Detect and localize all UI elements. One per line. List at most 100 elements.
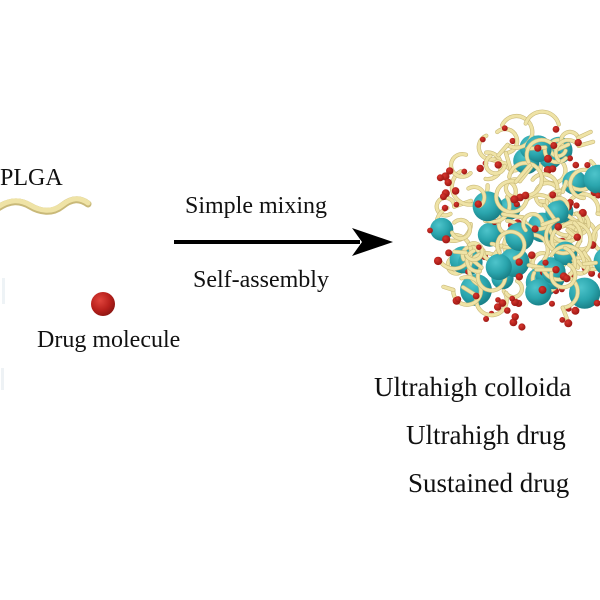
plga-chain <box>561 306 569 322</box>
plga-chain <box>527 263 545 270</box>
plga-chain <box>577 140 595 148</box>
drug-molecule <box>572 161 580 169</box>
drug-molecule <box>549 165 557 173</box>
plga-chain <box>484 154 507 175</box>
drug-molecule-icon <box>91 292 115 316</box>
drug-molecule <box>549 300 555 307</box>
carrier-sphere <box>583 164 600 194</box>
drug-molecule <box>531 225 539 233</box>
drug-molecule <box>538 285 547 294</box>
drug-molecule <box>501 125 508 132</box>
drug-molecule <box>573 233 581 241</box>
drug-molecule <box>483 316 490 322</box>
plga-chain <box>507 161 544 198</box>
drug-molecule <box>562 274 571 283</box>
drug-molecule <box>472 292 480 300</box>
drug-molecule <box>518 323 526 331</box>
plga-chain <box>466 185 486 208</box>
plga-chain <box>441 285 455 292</box>
plga-chain <box>476 266 507 293</box>
property-sustained-release: Sustained drug <box>408 468 570 498</box>
drug-molecule <box>509 295 516 302</box>
drug-molecule <box>510 195 519 204</box>
drug-molecule <box>595 192 600 199</box>
drug-molecule <box>534 144 542 152</box>
drug-molecule <box>593 299 600 307</box>
plga-chain <box>514 163 532 184</box>
drug-molecule <box>445 249 453 257</box>
plga-chain <box>474 289 509 317</box>
plga-chain <box>435 196 456 217</box>
drug-molecule <box>544 154 552 163</box>
plga-chain <box>521 212 544 232</box>
plga-chain <box>549 244 586 266</box>
plga-chain <box>544 219 583 255</box>
drug-molecule <box>509 137 516 145</box>
cropped-edge-fragment <box>1 368 4 390</box>
drug-molecule <box>573 202 580 209</box>
plga-chain <box>524 110 561 126</box>
drug-molecule <box>571 306 580 315</box>
plga-chain <box>495 230 526 260</box>
cropped-edge-fragment <box>2 278 5 304</box>
drug-molecule <box>440 193 447 201</box>
plga-chain <box>465 249 482 273</box>
drug-molecule <box>442 235 451 244</box>
plga-chain <box>540 217 560 227</box>
carrier-sphere <box>485 253 512 281</box>
drug-molecule <box>528 251 536 259</box>
plga-chain <box>549 263 577 289</box>
drug-molecule <box>564 319 573 328</box>
plga-chain <box>518 165 533 183</box>
plga-chain <box>460 245 480 261</box>
drug-molecule <box>441 204 449 212</box>
process-label-mixing: Simple mixing <box>185 193 328 219</box>
property-colloidal-stability: Ultrahigh colloida <box>374 372 572 402</box>
drug-molecule <box>515 273 523 281</box>
property-drug-loading: Ultrahigh drug <box>406 420 566 450</box>
self-assembled-nanoparticle <box>427 109 600 331</box>
drug-molecule <box>476 164 484 173</box>
drug-molecule <box>521 191 530 200</box>
drug-molecule <box>549 191 557 199</box>
drug-molecule <box>552 266 560 274</box>
drug-molecule <box>567 155 573 162</box>
plga-chain <box>452 250 468 255</box>
right-arrow-icon <box>174 228 393 256</box>
drug-molecule <box>597 272 600 279</box>
carrier-sphere <box>460 274 492 306</box>
drug-molecule-label: Drug molecule <box>37 327 181 353</box>
drug-molecule <box>550 142 558 149</box>
drug-molecule <box>455 296 462 303</box>
drug-molecule <box>554 223 563 231</box>
drug-molecule <box>552 125 560 133</box>
drug-molecule <box>559 317 566 323</box>
drug-molecule <box>436 174 444 182</box>
plga-chain <box>504 279 524 299</box>
process-label-self-assembly: Self-assembly <box>193 267 329 293</box>
carrier-sphere <box>477 222 502 247</box>
plga-chain <box>561 221 592 254</box>
plga-chain <box>464 241 484 262</box>
drug-molecule <box>446 167 454 175</box>
plga-strand-icon <box>0 196 92 215</box>
plga-chain <box>576 130 593 140</box>
drug-molecule <box>476 244 482 250</box>
drug-molecule <box>515 258 523 266</box>
drug-molecule <box>444 178 452 187</box>
drug-molecule <box>542 259 549 266</box>
drug-molecule <box>504 307 511 314</box>
carrier-sphere <box>525 279 552 306</box>
drug-molecule <box>461 168 468 175</box>
drug-molecule <box>493 303 502 311</box>
plga-chain <box>501 212 525 219</box>
plga-chain <box>500 114 534 150</box>
plga-chain <box>543 203 557 223</box>
plga-chain <box>497 143 509 157</box>
plga-label: PLGA <box>0 165 63 191</box>
plga-chain <box>494 179 529 214</box>
drug-molecule <box>588 269 596 277</box>
drug-molecule <box>511 313 519 321</box>
drug-molecule <box>451 187 460 195</box>
drug-molecule <box>453 201 460 208</box>
